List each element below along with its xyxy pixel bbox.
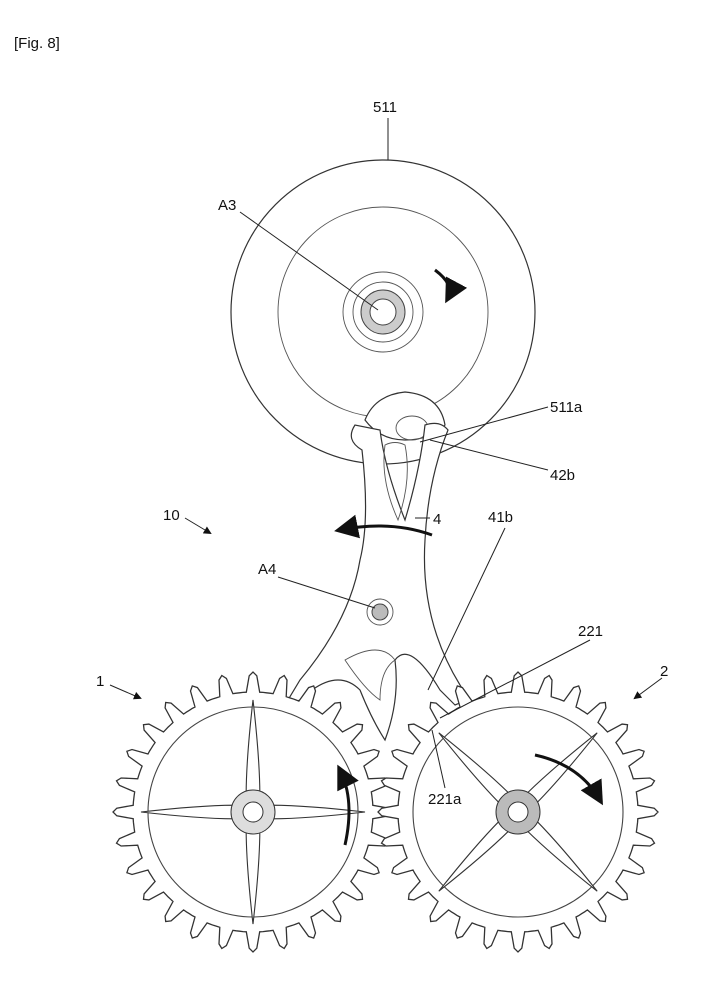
rotation-arrow <box>434 268 468 304</box>
gear-arm <box>438 819 511 892</box>
gear-arm <box>271 804 366 820</box>
label-221: 221 <box>578 623 603 640</box>
figure-label: [Fig. 8] <box>14 35 60 52</box>
label-511a: 511a <box>550 399 583 416</box>
balance-wheel <box>230 159 536 465</box>
gear-arm <box>245 830 261 925</box>
lever-rotation-arrow <box>334 514 433 539</box>
wheel-2-arrow <box>534 753 603 806</box>
gear-arm <box>525 819 598 892</box>
gear-arm <box>525 732 598 805</box>
label-42b: 42b <box>550 467 575 484</box>
label-1: 1 <box>96 673 104 690</box>
gear-arm <box>438 732 511 805</box>
label-a3: A3 <box>218 197 236 214</box>
label-a4: A4 <box>258 561 276 578</box>
label-2: 2 <box>660 663 668 680</box>
wheel-1-arrow <box>337 764 359 846</box>
lever <box>287 422 465 742</box>
gear-arm <box>245 699 261 794</box>
label-221a: 221a <box>428 791 462 808</box>
escape-wheel-1 <box>112 671 394 953</box>
escape-wheel-2 <box>377 671 659 953</box>
gear-arm <box>140 804 235 820</box>
label-4: 4 <box>433 511 441 528</box>
label-10: 10 <box>163 507 180 524</box>
label-41b: 41b <box>488 509 513 526</box>
label-511: 511 <box>373 99 397 116</box>
